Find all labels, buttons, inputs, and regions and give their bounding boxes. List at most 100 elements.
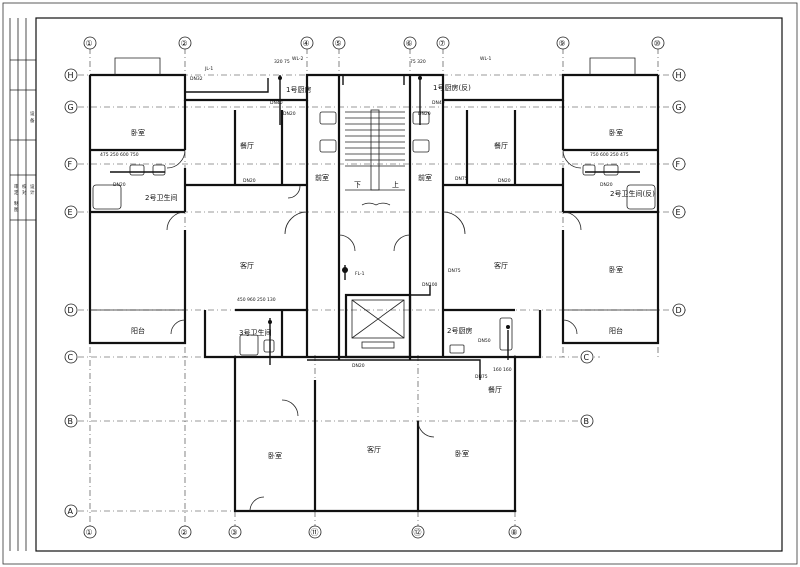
axis-label: ⑥: [406, 39, 413, 48]
axis-label: H: [676, 71, 682, 80]
fixtures: [92, 111, 656, 356]
axis-label: F: [68, 160, 73, 169]
title-label: 对: [22, 189, 27, 196]
room-label: 前室: [418, 173, 432, 182]
axis-bubbles-left: H G F E D C B A: [64, 68, 78, 518]
axis-label: ⑫: [414, 528, 422, 537]
axis-label: D: [68, 306, 74, 315]
pipe-label: DN75: [475, 374, 488, 380]
room-label: 1号厨房: [286, 85, 311, 94]
doors: [166, 149, 582, 512]
pipe-label: FL-1: [355, 271, 365, 277]
room-label: 2号卫生间: [145, 193, 177, 202]
pipe-label: DN40: [432, 100, 445, 106]
axis-label: ⑤: [335, 39, 342, 48]
pipe-label: DN32: [190, 76, 203, 82]
pipe-label: WL-2: [292, 56, 304, 62]
room-labels: 卧室 餐厅 2号卫生间 客厅 阳台 3号卫生间 1号厨房 前室 下 上 前室 1…: [131, 83, 655, 460]
title-label: 审: [14, 183, 19, 190]
room-label: 2号卫生间(反): [610, 189, 655, 198]
title-label: 计: [30, 189, 35, 196]
stair-label: 上: [392, 180, 399, 189]
room-label: 卧室: [609, 128, 623, 137]
axis-label: D: [676, 306, 682, 315]
axis-label: E: [676, 208, 681, 217]
pipe-label: DN40: [270, 100, 283, 106]
dimension-text: 475 250 600 750: [100, 152, 139, 158]
room-label: 卧室: [131, 128, 145, 137]
axis-label: ③: [231, 528, 238, 537]
axis-label: F: [676, 160, 681, 169]
dimensions: 475 250 600 750 750 600 250 475 450 960 …: [100, 59, 629, 373]
room-label: 卧室: [609, 265, 623, 274]
pipe-label: DN20: [113, 182, 126, 188]
room-label: 卧室: [268, 451, 282, 460]
stair: [345, 109, 405, 191]
pipe-label: DN20: [498, 178, 511, 184]
title-block: 设 备 审 定 校 对 设 计 制 图: [9, 18, 36, 551]
axis-label: E: [68, 208, 73, 217]
axis-bubbles-top: ① ② ④ ⑤ ⑥ ⑦ ⑨ ⑩: [83, 36, 665, 50]
dimension-text: 450 960 250 130: [237, 297, 276, 303]
title-label: 设: [30, 110, 35, 117]
pipe-label: DN75: [455, 176, 468, 182]
room-label: 阳台: [131, 326, 145, 335]
room-label: 餐厅: [488, 385, 502, 394]
grid-lines: [78, 48, 688, 528]
room-label: 餐厅: [494, 141, 508, 150]
pipe-label: JL-1: [204, 66, 213, 72]
axis-label: ⑪: [311, 528, 319, 537]
room-label: 卧室: [455, 449, 469, 458]
axis-bubbles-bottom: ① ② ③ ⑪ ⑫ ⑧: [83, 525, 522, 539]
axis-label: C: [68, 353, 74, 362]
axis-label: ⑩: [654, 39, 661, 48]
room-label: 3号卫生间: [239, 328, 271, 337]
dimension-text: 320 75: [274, 59, 290, 65]
title-label: 校: [22, 183, 27, 190]
pipes: [110, 75, 640, 380]
title-label: 定: [14, 189, 19, 196]
pipe-label: DN100: [422, 282, 438, 288]
room-label: 客厅: [367, 445, 381, 454]
axis-label: B: [68, 417, 74, 426]
walls: [88, 57, 660, 513]
axis-label: G: [676, 103, 682, 112]
pipe-label: DN20: [352, 363, 365, 369]
room-label: 1号厨房(反): [433, 83, 471, 92]
room-label: 餐厅: [240, 141, 254, 150]
pipe-label: DN20: [283, 111, 296, 117]
axis-label: C: [584, 353, 590, 362]
title-label: 图: [14, 207, 19, 213]
drawing-border: [35, 17, 783, 552]
dimension-text: 750 600 250 475: [590, 152, 629, 158]
axis-label: B: [584, 417, 590, 426]
axis-label: ①: [86, 528, 93, 537]
stair-label: 下: [354, 181, 361, 189]
axis-bubbles-right: H G F E D C B: [580, 68, 686, 428]
title-label: 设: [30, 183, 35, 190]
axis-label: ②: [181, 528, 188, 537]
room-label: 前室: [315, 173, 329, 182]
room-label: 阳台: [609, 326, 623, 335]
dimension-text: 160 160: [493, 367, 512, 373]
pipe-label: DN75: [448, 268, 461, 274]
axis-label: H: [68, 71, 74, 80]
room-label: 客厅: [494, 261, 508, 270]
pipe-labels: JL-1 DN32 DN20 DN20 DN20 DN20 DN20 DN20 …: [113, 56, 613, 380]
title-label: 制: [14, 200, 19, 207]
pipe-label: DN20: [243, 178, 256, 184]
pipe-label: WL-1: [480, 56, 492, 62]
axis-label: ⑨: [559, 39, 566, 48]
pipe-label: DN20: [600, 182, 613, 188]
pipe-label: DN20: [418, 111, 431, 117]
pipe-label: DN50: [478, 338, 491, 344]
axis-label: ⑧: [511, 528, 518, 537]
room-label: 客厅: [240, 261, 254, 270]
axis-label: ④: [303, 39, 310, 48]
room-label: 2号厨房: [447, 326, 472, 335]
axis-label: ⑦: [439, 39, 446, 48]
axis-label: G: [68, 103, 74, 112]
axis-label: ②: [181, 39, 188, 48]
